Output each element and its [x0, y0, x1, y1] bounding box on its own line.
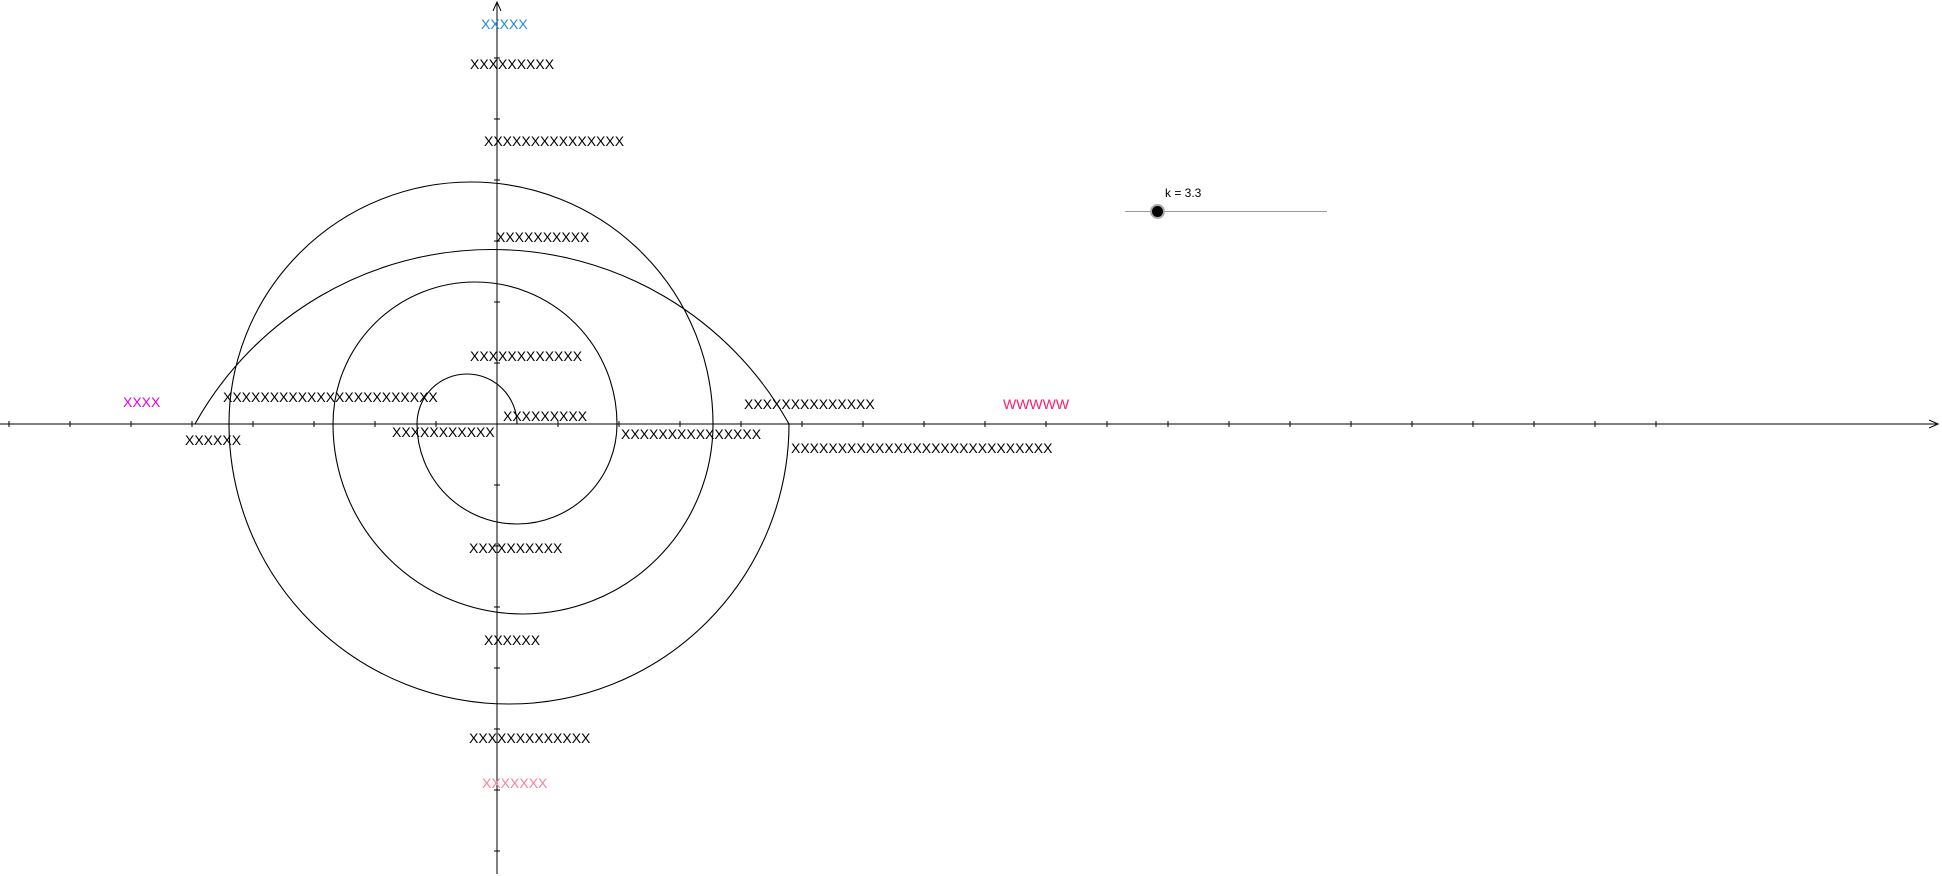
point-label: XXXXXXXXXXXXXX [744, 396, 875, 412]
label-magenta-left: XXXX [123, 394, 161, 410]
point-label: XXXXXXXXXXXX [470, 348, 583, 364]
label-pink-right: WWWWW [1003, 396, 1070, 412]
point-label: XXXXXXXXXXXXXXX [621, 426, 762, 442]
point-label: XXXXXXXXX [470, 56, 555, 72]
point-label: XXXXXXXXXX [469, 540, 563, 556]
point-label: XXXXXXXXXXXXX [469, 730, 591, 746]
point-label: XXXXXX [185, 432, 242, 448]
axis-label-blue: XXXXX [481, 16, 528, 32]
point-label: XXXXXXXXXXX [392, 424, 495, 440]
spiral-curve [194, 181, 790, 705]
point-label: XXXXXXXXXX [496, 229, 590, 245]
slider-caption: k = 3.3 [1165, 186, 1202, 200]
point-label: XXXXXXXXXXXXXXXXXXXXXXX [223, 389, 438, 405]
label-pink-bottom: XXXXXXX [482, 775, 548, 791]
y-axis-ticks [494, 57, 500, 852]
point-label: XXXXXX [484, 632, 541, 648]
slider-track[interactable] [1125, 211, 1327, 212]
x-axis-ticks [8, 421, 1657, 427]
point-label: XXXXXXXXX [503, 408, 588, 424]
point-label: XXXXXXXXXXXXXXXXXXXXXXXXXXXX [791, 440, 1053, 456]
k-slider[interactable]: k = 3.3 [1125, 184, 1327, 224]
slider-knob[interactable] [1150, 204, 1166, 219]
point-label: XXXXXXXXXXXXXXX [484, 133, 625, 149]
